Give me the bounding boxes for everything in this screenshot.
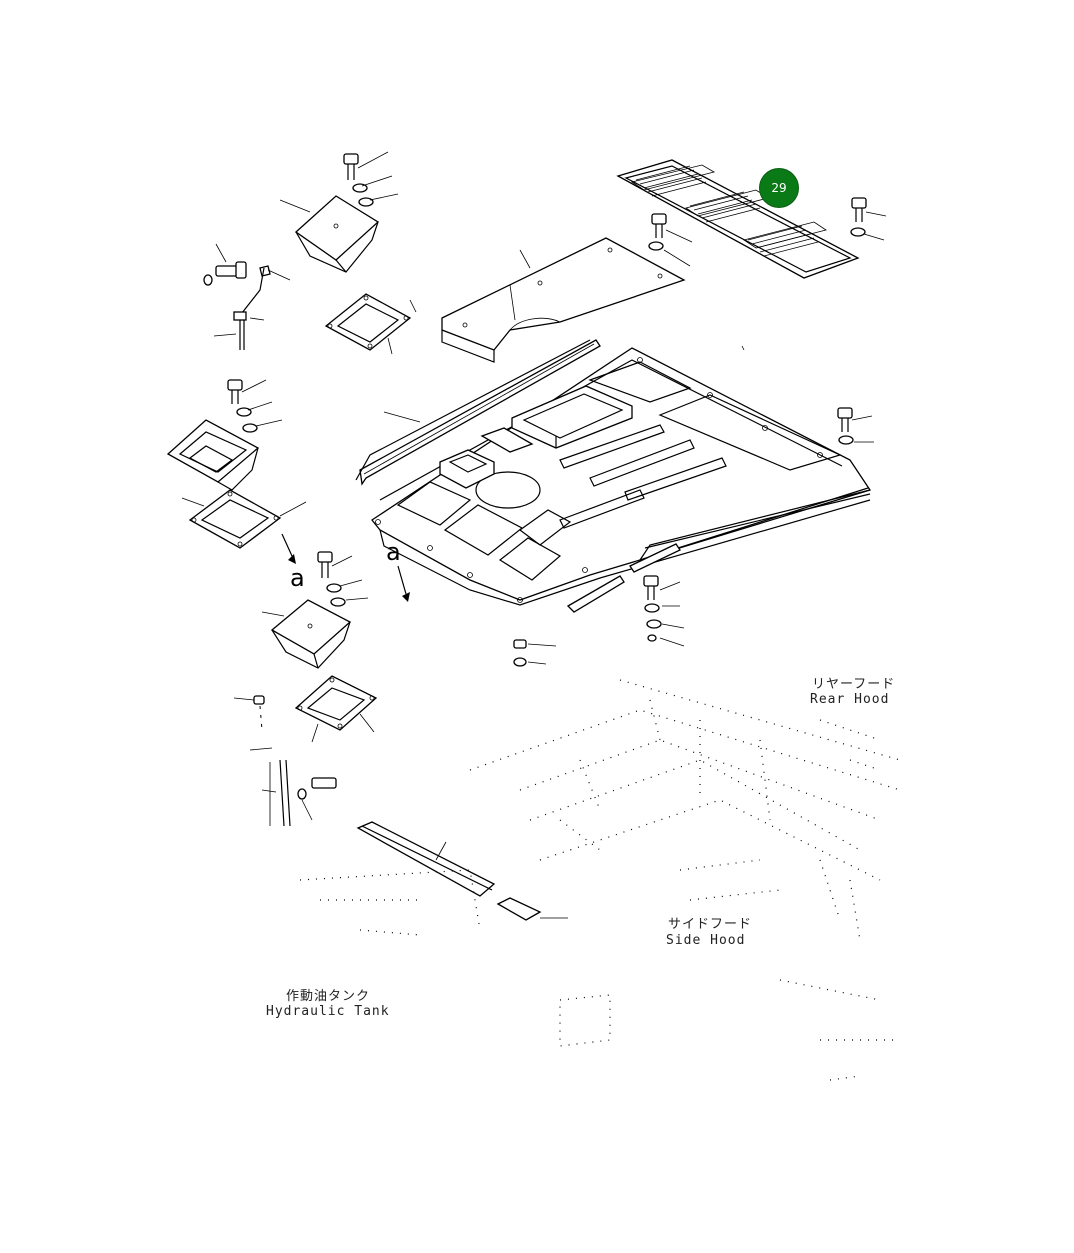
hydraulic-tank-label-en: Hydraulic Tank	[266, 1004, 390, 1019]
top-cover-plate	[441, 237, 686, 363]
side-hood-label-jp: サイドフード	[668, 917, 753, 932]
bolt-set-right	[837, 407, 874, 445]
upper-box-cover	[294, 195, 380, 273]
grille-panel	[616, 159, 860, 279]
main-frame-plate	[371, 347, 872, 606]
ghost-assembly	[299, 679, 901, 1081]
left-bracket-strip	[233, 695, 337, 827]
mid-box-cover	[166, 419, 260, 491]
bolt-set-left-3	[317, 551, 369, 607]
lower-box-cover	[270, 599, 352, 669]
bolt-set-left-1	[203, 243, 291, 350]
mid-gasket	[188, 489, 282, 549]
bottom-side-strips	[356, 543, 681, 921]
side-hood-label-en: Side Hood	[666, 933, 746, 948]
bolt-set-mid	[648, 213, 693, 267]
side-rail	[355, 339, 601, 486]
bolt-set-right-top	[850, 197, 887, 241]
bolt-set-bottom	[513, 575, 685, 667]
lower-gasket	[294, 675, 378, 731]
bolt-set-left-2	[227, 379, 283, 433]
view-arrows	[281, 533, 410, 602]
bolt-set-top	[343, 151, 399, 207]
upper-gasket	[324, 293, 412, 351]
view-marker-a-right: a	[386, 538, 401, 566]
rear-hood-label-en: Rear Hood	[810, 692, 890, 707]
rear-hood-label-jp: リヤーフード	[812, 677, 896, 692]
hydraulic-tank-label-jp: 作動油タンク	[286, 989, 371, 1004]
callout-29-button[interactable]: 29	[759, 168, 799, 208]
view-marker-a-left: a	[290, 564, 305, 592]
leader-lines	[181, 199, 745, 743]
